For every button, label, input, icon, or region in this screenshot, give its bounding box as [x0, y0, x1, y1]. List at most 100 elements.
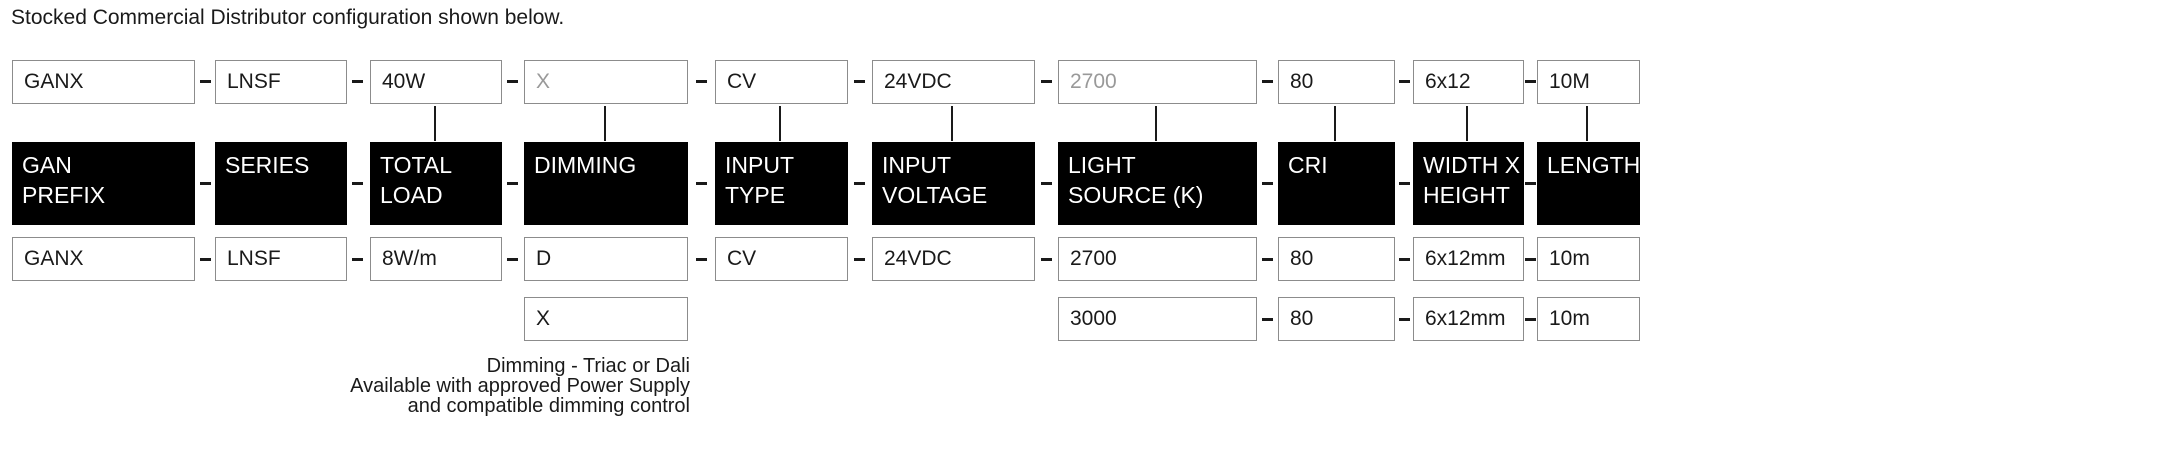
- value-text: 8W/m: [382, 247, 437, 270]
- value-text: 10m: [1549, 247, 1590, 270]
- value-text: 2700: [1070, 247, 1117, 270]
- connector-line: [1334, 106, 1336, 141]
- value-text: X: [536, 70, 551, 93]
- connector-line: [951, 106, 953, 141]
- header-line: DIMMING: [534, 152, 637, 178]
- stocked-input-type: CV: [715, 60, 848, 104]
- value-text: 2700: [1070, 70, 1117, 93]
- dash-separator: [1398, 80, 1410, 83]
- value-text: 80: [1290, 307, 1314, 330]
- value-text: 80: [1290, 70, 1314, 93]
- option2-dimming: X: [524, 297, 688, 341]
- header-input-type: INPUT TYPE: [715, 142, 848, 225]
- connector-line: [779, 106, 781, 141]
- value-text: 10M: [1549, 70, 1590, 93]
- header-line: CRI: [1288, 152, 1328, 178]
- header-line: PREFIX: [22, 182, 106, 208]
- value-text: GANX: [24, 247, 84, 270]
- value-text: X: [536, 307, 551, 330]
- header-line: HEIGHT: [1423, 182, 1510, 208]
- value-text: CV: [727, 247, 757, 270]
- value-text: D: [536, 247, 552, 270]
- header-gan-prefix: GAN PREFIX: [12, 142, 195, 225]
- note-line: Available with approved Power Supply: [350, 375, 690, 397]
- dash-separator: [1040, 258, 1052, 261]
- option2-width-height: 6x12mm: [1413, 297, 1524, 341]
- header-cri: CRI: [1278, 142, 1395, 225]
- header-line: GAN: [22, 152, 72, 178]
- stocked-length: 10M: [1537, 60, 1640, 104]
- connector-line: [1155, 106, 1157, 141]
- stocked-series: LNSF: [215, 60, 347, 104]
- dash-separator: [853, 258, 865, 261]
- value-text: CV: [727, 70, 757, 93]
- value-text: 6x12: [1425, 70, 1471, 93]
- dash-separator: [1261, 182, 1273, 185]
- option2-length: 10m: [1537, 297, 1640, 341]
- dash-separator: [199, 182, 211, 185]
- stocked-total-load: 40W: [370, 60, 502, 104]
- dash-separator: [695, 80, 707, 83]
- connector-line: [434, 106, 436, 141]
- header-line: TYPE: [725, 182, 786, 208]
- value-text: 10m: [1549, 307, 1590, 330]
- option1-light-source: 2700: [1058, 237, 1257, 281]
- option1-total-load: 8W/m: [370, 237, 502, 281]
- note-line: and compatible dimming control: [407, 395, 690, 417]
- option1-dimming: D: [524, 237, 688, 281]
- option1-length: 10m: [1537, 237, 1640, 281]
- header-line: INPUT: [882, 152, 951, 178]
- option1-cri: 80: [1278, 237, 1395, 281]
- header-line: VOLTAGE: [882, 182, 988, 208]
- dash-separator: [199, 258, 211, 261]
- option1-input-type: CV: [715, 237, 848, 281]
- note-line: Dimming - Triac or Dali: [486, 355, 690, 377]
- value-text: 6x12mm: [1425, 307, 1506, 330]
- connector-line: [1586, 106, 1588, 141]
- dash-separator: [695, 258, 707, 261]
- value-text: 24VDC: [884, 70, 952, 93]
- dash-separator: [1524, 258, 1536, 261]
- dash-separator: [1524, 318, 1536, 321]
- stocked-light-source: 2700: [1058, 60, 1257, 104]
- dash-separator: [199, 80, 211, 83]
- option2-light-source: 3000: [1058, 297, 1257, 341]
- connector-line: [1466, 106, 1468, 141]
- option1-width-height: 6x12mm: [1413, 237, 1524, 281]
- dash-separator: [1040, 80, 1052, 83]
- option1-input-voltage: 24VDC: [872, 237, 1035, 281]
- stocked-input-voltage: 24VDC: [872, 60, 1035, 104]
- dash-separator: [1261, 80, 1273, 83]
- value-text: 24VDC: [884, 247, 952, 270]
- dash-separator: [351, 258, 363, 261]
- header-line: TOTAL: [380, 152, 452, 178]
- stocked-width-height: 6x12: [1413, 60, 1524, 104]
- header-total-load: TOTAL LOAD: [370, 142, 502, 225]
- header-length: LENGTH: [1537, 142, 1640, 225]
- dash-separator: [351, 182, 363, 185]
- connector-line: [604, 106, 606, 141]
- dash-separator: [1398, 258, 1410, 261]
- value-text: 3000: [1070, 307, 1117, 330]
- header-line: LOAD: [380, 182, 443, 208]
- stocked-gan-prefix: GANX: [12, 60, 195, 104]
- value-text: 40W: [382, 70, 426, 93]
- dash-separator: [1398, 182, 1410, 185]
- option1-gan-prefix: GANX: [12, 237, 195, 281]
- dash-separator: [506, 182, 518, 185]
- value-text: 80: [1290, 247, 1314, 270]
- option1-series: LNSF: [215, 237, 347, 281]
- dimming-note: Dimming - Triac or Dali Available with a…: [150, 356, 690, 416]
- value-text: LNSF: [227, 247, 281, 270]
- value-text: LNSF: [227, 70, 281, 93]
- dash-separator: [506, 80, 518, 83]
- header-line: SERIES: [225, 152, 310, 178]
- dash-separator: [1040, 182, 1052, 185]
- header-line: INPUT: [725, 152, 794, 178]
- dash-separator: [853, 80, 865, 83]
- stocked-cri: 80: [1278, 60, 1395, 104]
- header-series: SERIES: [215, 142, 347, 225]
- header-dimming: DIMMING: [524, 142, 688, 225]
- dash-separator: [1524, 182, 1536, 185]
